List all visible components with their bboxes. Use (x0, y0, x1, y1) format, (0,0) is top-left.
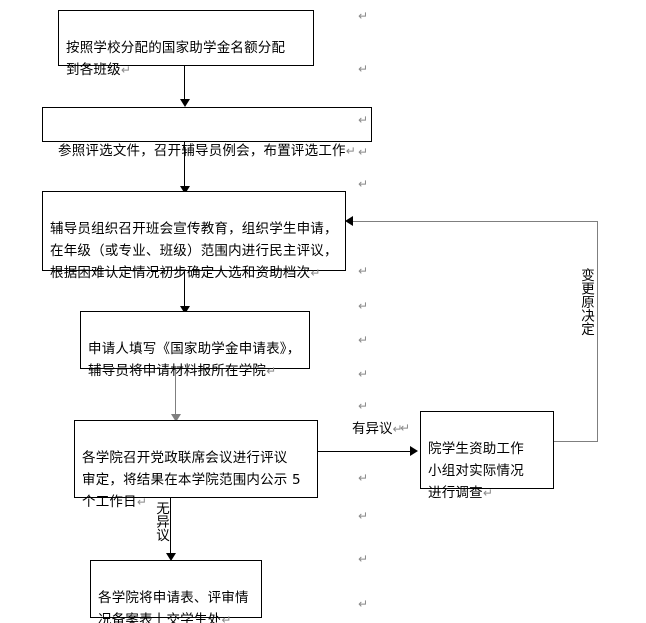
node-text: 辅导员组织召开班会宣传教育，组织学生申请， 在年级（或专业、班级）范围内进行民主… (50, 221, 338, 281)
node-text: 申请人填写《国家助学金申请表》， 辅导员将申请材料报所在学院 (88, 341, 301, 379)
edge-n6-n3-segment-top (352, 221, 598, 222)
paragraph-mark-icon: ↵ (358, 471, 369, 485)
edge-n6-n3-segment-right (597, 221, 598, 442)
paragraph-mark-icon: ↵ (221, 613, 232, 623)
paragraph-mark-icon: ↵ (358, 62, 369, 76)
paragraph-mark-icon: ↵ (482, 486, 494, 500)
node-text: 参照评选文件，召开辅导员例会，布置评选工作 (58, 143, 346, 159)
edge-n5-n6-line (318, 451, 412, 452)
edge-n6-n3-segment-bottom (554, 441, 598, 442)
paragraph-mark-icon: ↵ (358, 399, 369, 413)
edge-n4-n5-line (175, 369, 176, 417)
edge-n1-n2-arrowhead (180, 99, 190, 107)
paragraph-mark-icon: ↵ (358, 509, 369, 523)
paragraph-mark-icon: ↵ (392, 422, 403, 436)
node-text: 各学院将申请表、评审情 况备案表上交学生处 (98, 590, 249, 623)
node-text: 院学生资助工作 小组对实际情况 进行调查 (428, 441, 524, 501)
process-node-investigation-group[interactable]: 院学生资助工作 小组对实际情况 进行调查↵ (420, 411, 554, 501)
paragraph-mark-icon: ↵ (358, 145, 369, 159)
edge-n2-n3-line (184, 142, 185, 190)
edge-n3-n4-arrowhead (180, 306, 190, 314)
process-node-application-form[interactable]: 申请人填写《国家助学金申请表》， 辅导员将申请材料报所在学院↵ (80, 311, 310, 379)
paragraph-mark-icon: ↵ (310, 266, 321, 280)
paragraph-mark-icon: ↵ (358, 264, 369, 278)
edge-n6-n3-arrowhead (345, 216, 353, 226)
node-text: 各学院召开党政联席会议进行评议 审定，将结果在本学院范围内公示 5 个工作日 (82, 450, 301, 510)
edge-n5-n7-arrowhead (166, 553, 176, 561)
node-text: 按照学校分配的国家助学金名额分配 到各班级 (66, 40, 286, 78)
edge-label-change-decision: 变更原决定 (578, 268, 594, 336)
edge-label-has-objection: 有异议↵ (352, 421, 403, 437)
paragraph-mark-icon: ↵ (136, 495, 148, 509)
paragraph-mark-icon: ↵ (358, 177, 369, 191)
paragraph-mark-icon: ↵ (358, 367, 369, 381)
paragraph-mark-icon: ↵ (345, 144, 356, 158)
paragraph-mark-icon: ↵ (358, 299, 369, 313)
edge-n2-n3-arrowhead (180, 186, 190, 194)
process-node-submit-to-student-affairs[interactable]: 各学院将申请表、评审情 况备案表上交学生处↵ (90, 560, 262, 623)
edge-n4-n5-arrowhead (171, 414, 181, 422)
paragraph-mark-icon: ↵ (358, 597, 369, 611)
edge-n5-n6-arrowhead (410, 446, 418, 456)
edge-n1-n2-line (184, 66, 185, 102)
process-node-quota-allocation[interactable]: 按照学校分配的国家助学金名额分配 到各班级↵ (58, 10, 314, 78)
paragraph-mark-icon: ↵ (400, 421, 411, 435)
edge-n5-n7-line (170, 498, 171, 556)
paragraph-mark-icon: ↵ (358, 113, 369, 127)
paragraph-mark-icon: ↵ (120, 63, 132, 77)
paragraph-mark-icon: ↵ (358, 9, 369, 23)
process-node-class-meeting-evaluation[interactable]: 辅导员组织召开班会宣传教育，组织学生申请， 在年级（或专业、班级）范围内进行民主… (42, 191, 346, 281)
process-node-college-review[interactable]: 各学院召开党政联席会议进行评议 审定，将结果在本学院范围内公示 5 个工作日↵ (74, 420, 318, 510)
process-node-selection-meeting[interactable]: 参照评选文件，召开辅导员例会，布置评选工作↵ (42, 107, 372, 159)
paragraph-mark-icon: ↵ (358, 552, 369, 566)
paragraph-mark-icon: ↵ (266, 364, 277, 378)
paragraph-mark-icon: ↵ (358, 333, 369, 347)
edge-label-no-objection: 无异议 (153, 501, 169, 542)
edge-n3-n4-line (184, 271, 185, 309)
